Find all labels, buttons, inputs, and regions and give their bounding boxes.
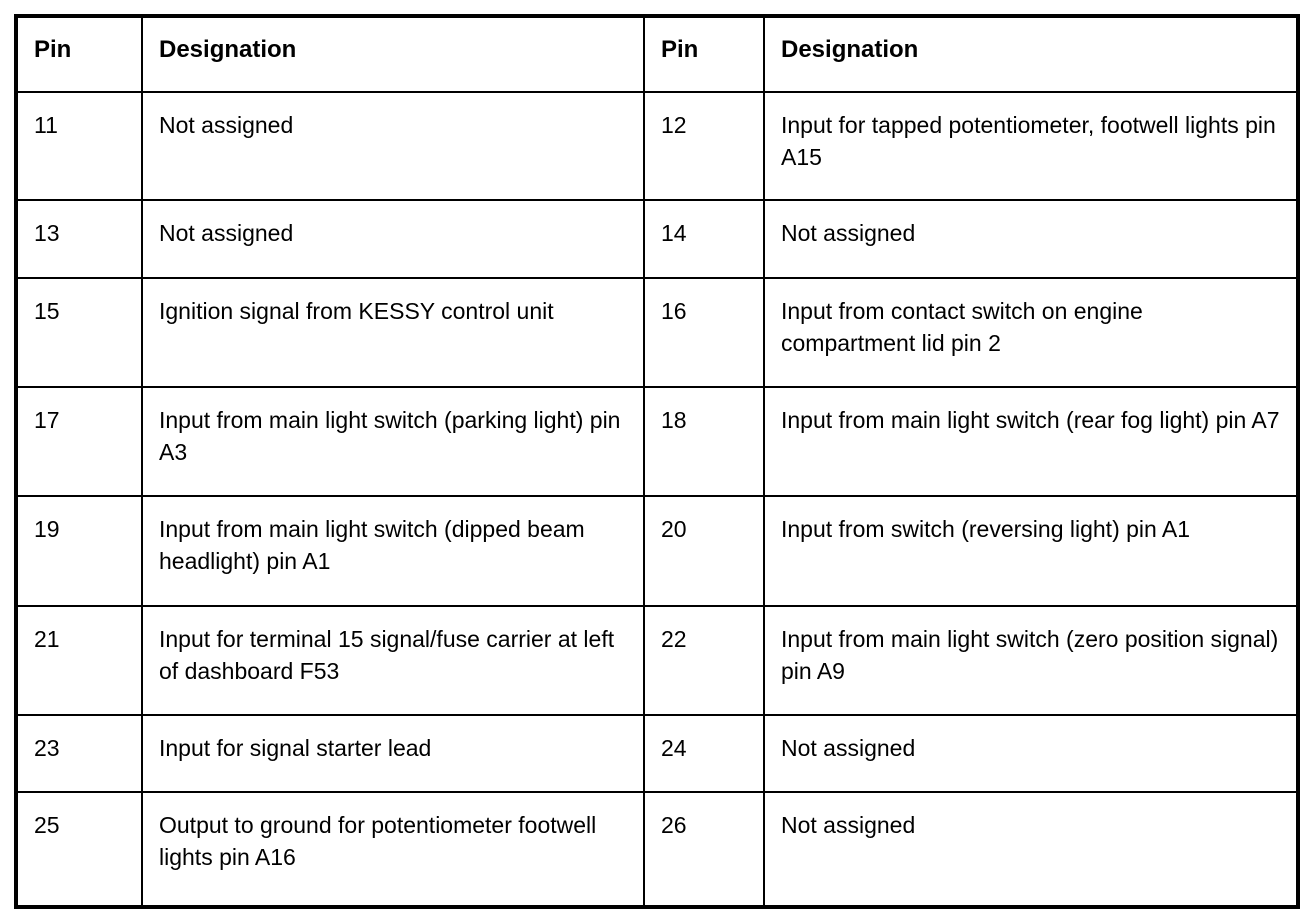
designation-cell: Input for tapped potentiometer, footwell… [763,91,1299,201]
designation-cell: Input from main light switch (dipped bea… [141,495,645,607]
pin-cell: 12 [643,91,765,201]
pin-cell: 16 [643,277,765,388]
designation-cell: Not assigned [141,91,645,201]
table-row: 21 Input for terminal 15 signal/fuse car… [15,605,1299,716]
pin-cell: 20 [643,495,765,607]
table-row: 23 Input for signal starter lead 24 Not … [15,714,1299,793]
pin-cell: 17 [15,386,143,497]
pin-cell: 14 [643,199,765,279]
pin-cell: 19 [15,495,143,607]
pin-cell: 13 [15,199,143,279]
designation-cell: Input from main light switch (rear fog l… [763,386,1299,497]
table-row: 17 Input from main light switch (parking… [15,386,1299,497]
table-row: 25 Output to ground for potentiometer fo… [15,791,1299,908]
pin-header-right: Pin [643,15,765,93]
pin-cell: 11 [15,91,143,201]
designation-cell: Ignition signal from KESSY control unit [141,277,645,388]
designation-cell: Input from main light switch (zero posit… [763,605,1299,716]
designation-cell: Input from switch (reversing light) pin … [763,495,1299,607]
designation-cell: Input from main light switch (parking li… [141,386,645,497]
pin-cell: 24 [643,714,765,793]
pin-cell: 21 [15,605,143,716]
pin-cell: 25 [15,791,143,908]
designation-cell: Not assigned [763,791,1299,908]
table-row: 11 Not assigned 12 Input for tapped pote… [15,91,1299,201]
table-row: 13 Not assigned 14 Not assigned [15,199,1299,279]
designation-cell: Output to ground for potentiometer footw… [141,791,645,908]
pin-cell: 18 [643,386,765,497]
pin-header-left: Pin [15,15,143,93]
pin-cell: 15 [15,277,143,388]
designation-cell: Input for terminal 15 signal/fuse carrie… [141,605,645,716]
designation-cell: Not assigned [141,199,645,279]
designation-cell: Input from contact switch on engine comp… [763,277,1299,388]
designation-header-right: Designation [763,15,1299,93]
pin-cell: 23 [15,714,143,793]
table-row: 19 Input from main light switch (dipped … [15,495,1299,607]
designation-cell: Input for signal starter lead [141,714,645,793]
designation-cell: Not assigned [763,199,1299,279]
designation-cell: Not assigned [763,714,1299,793]
table-header-row: Pin Designation Pin Designation [15,15,1299,93]
table-row: 15 Ignition signal from KESSY control un… [15,277,1299,388]
designation-header-left: Designation [141,15,645,93]
pin-cell: 22 [643,605,765,716]
pin-designation-table: Pin Designation Pin Designation 11 Not a… [14,14,1300,909]
pin-cell: 26 [643,791,765,908]
